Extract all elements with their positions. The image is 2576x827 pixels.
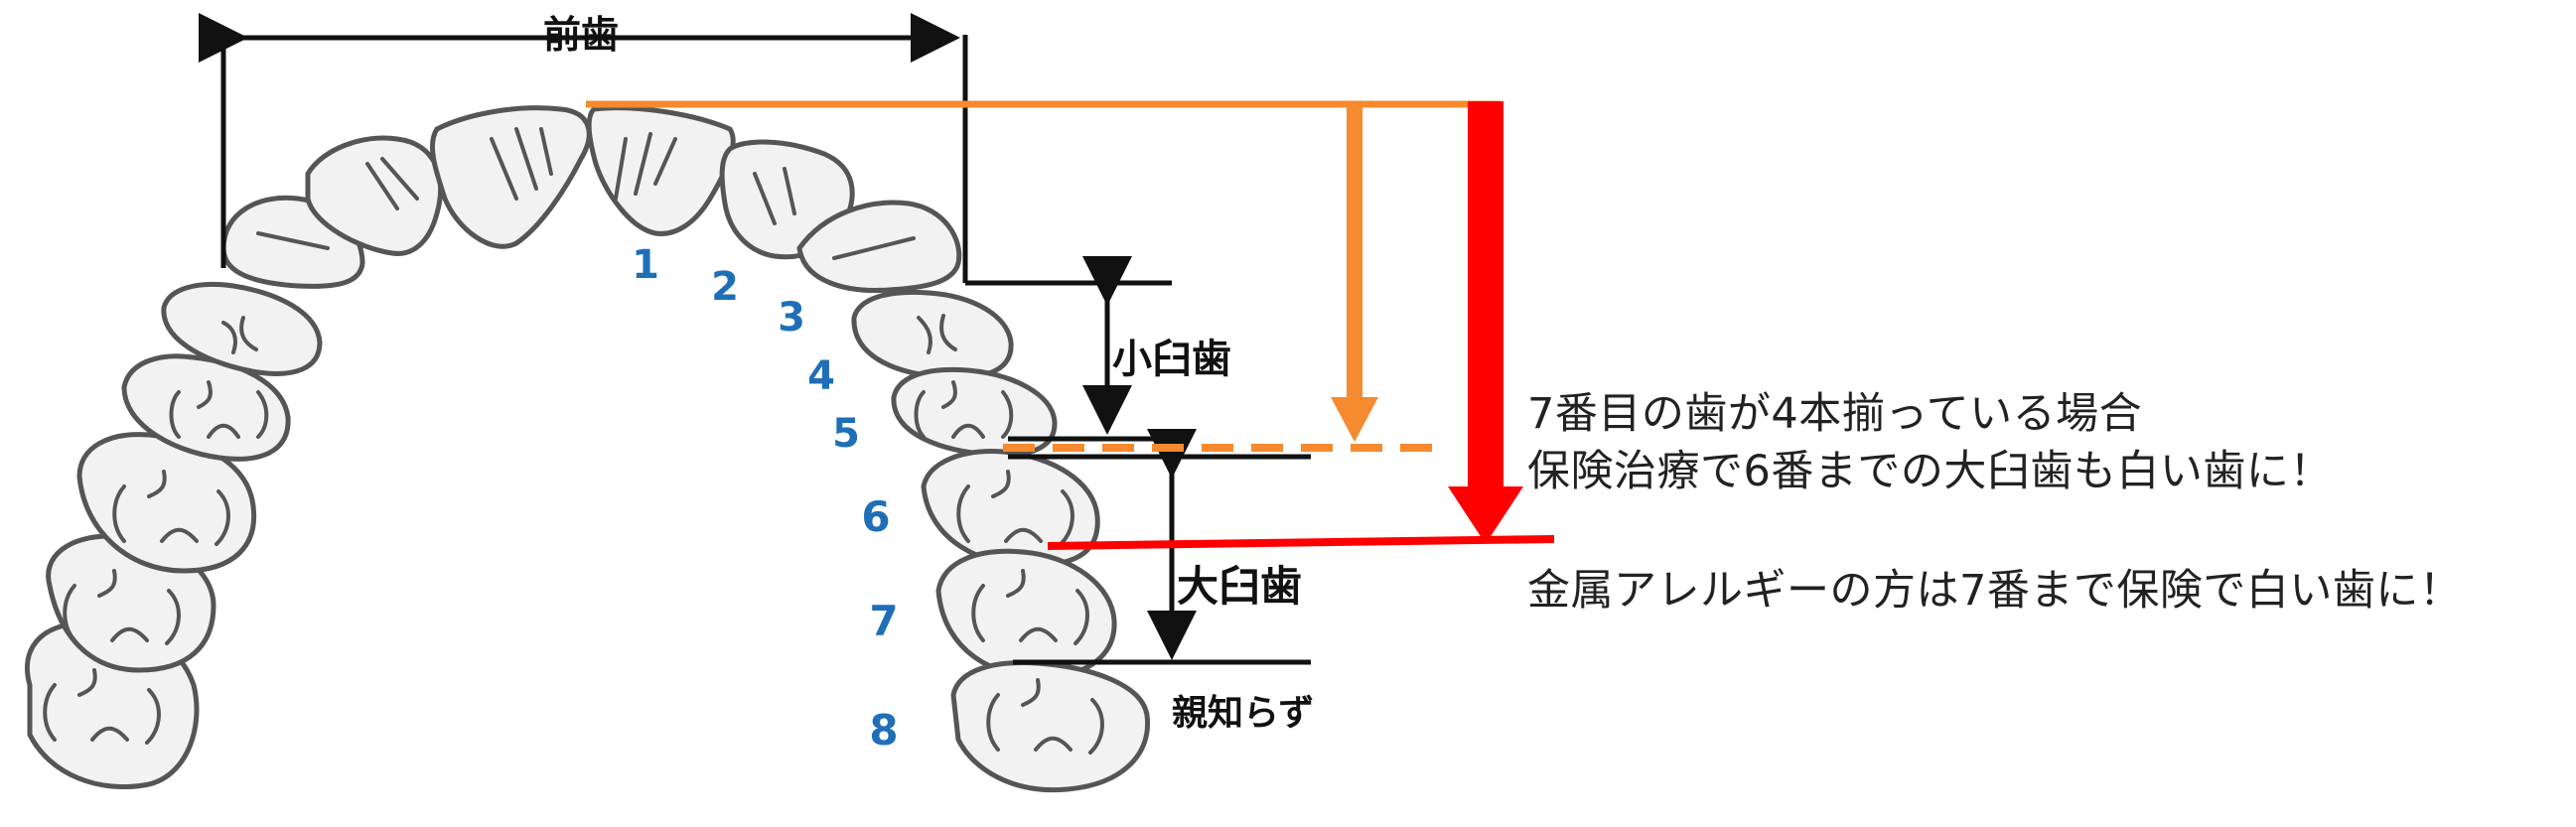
tooth-number: 8: [869, 706, 898, 755]
note-line-3: 金属アレルギーの方は7番まで保険で白い歯に！: [1527, 566, 2463, 616]
tooth-number: 5: [832, 411, 860, 457]
tooth-right-5: [891, 366, 1058, 458]
tooth-right-8: [950, 660, 1151, 793]
note-line-1: 7番目の歯が4本揃っている場合: [1527, 389, 2143, 439]
orange-indicator: [586, 100, 1500, 452]
tooth-number: 1: [632, 242, 659, 288]
tooth-number-labels: 1 2 3 4 5 6 7 8: [632, 242, 899, 755]
tooth-number: 3: [778, 295, 805, 341]
teeth-right-side: [586, 105, 1151, 793]
red-indicator: [1047, 101, 1555, 550]
label-wisdom: 親知らず: [1172, 693, 1314, 734]
label-premolar: 小臼歯: [1112, 337, 1231, 382]
label-molar: 大臼歯: [1177, 562, 1302, 611]
molar-bracket: [1008, 429, 1311, 665]
tooth-number: 4: [807, 353, 835, 399]
tooth-number: 7: [869, 597, 898, 645]
anterior-bracket: [199, 13, 968, 283]
tooth-left-5: [121, 353, 291, 462]
tooth-number: 2: [711, 264, 739, 310]
label-anterior: 前歯: [543, 13, 619, 57]
tooth-surface-marks: [43, 127, 1104, 755]
tooth-right-4: [851, 289, 1014, 380]
tooth-left-1: [429, 105, 592, 249]
teeth-left-side: [24, 105, 592, 790]
tooth-left-2: [305, 135, 444, 256]
tooth-number: 6: [861, 492, 890, 541]
note-line-2: 保険治療で6番までの大臼歯も白い歯に！: [1527, 447, 2333, 496]
